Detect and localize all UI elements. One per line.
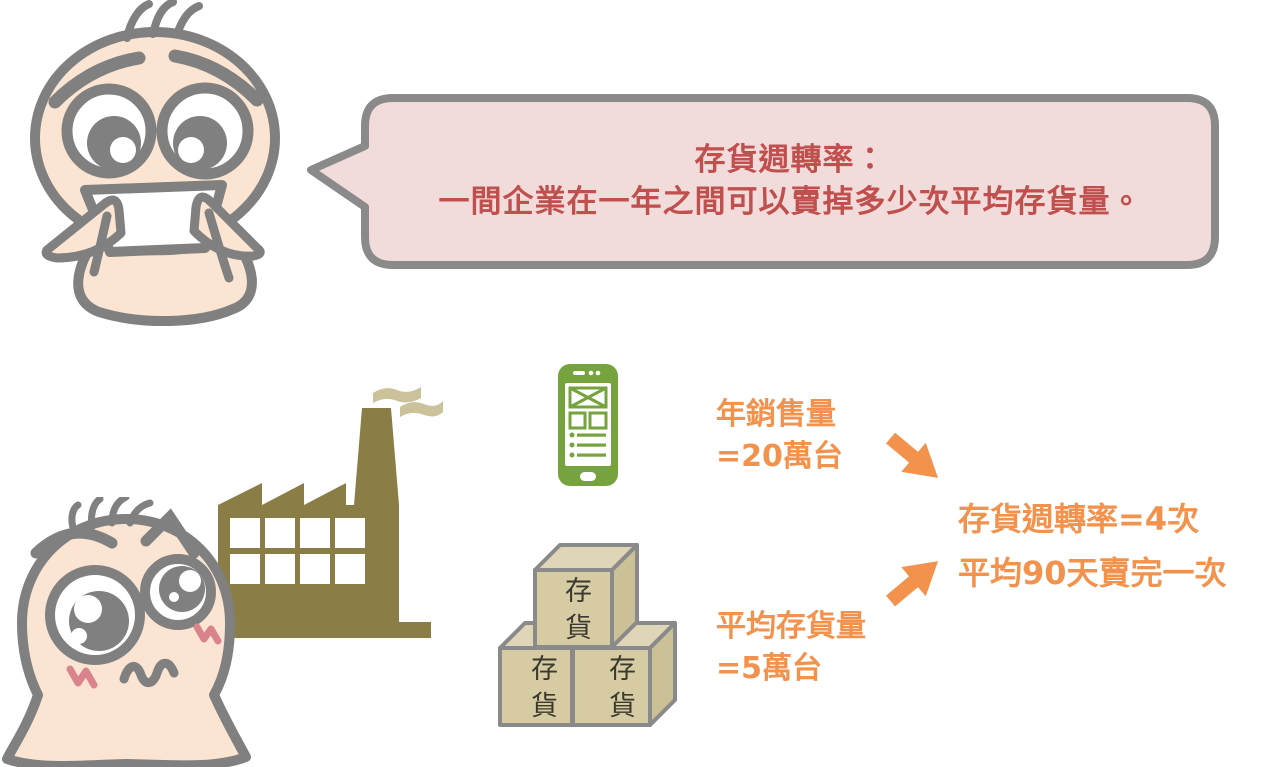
inventory-boxes-icon (498, 543, 677, 727)
turnover-result-line: 存貨週轉率=4次 (958, 500, 1200, 538)
wavy-mouth (119, 658, 179, 688)
box-label-bottom-left: 存貨 (526, 654, 557, 728)
hands (41, 192, 265, 283)
excited-character-icon (30, 0, 280, 326)
arrow-down-right-icon (886, 433, 939, 478)
hair-strands (123, 0, 203, 42)
annual-sales-label: 年銷售量 =20萬台 (716, 394, 843, 478)
average-inventory-line1: 平均存貨量 (716, 609, 866, 644)
annual-sales-line1: 年銷售量 (716, 397, 836, 432)
confused-character-icon (2, 497, 251, 767)
speech-bubble (307, 94, 1219, 269)
days-result-line: 平均90天賣完一次 (958, 554, 1227, 592)
factory-icon (218, 387, 443, 638)
smoke-puffs (373, 387, 443, 417)
blush-marks (66, 623, 222, 689)
eyebrows (30, 508, 200, 559)
smartphone-icon (558, 364, 618, 486)
speech-bubble-text: 存貨週轉率： 一間企業在一年之間可以賣掉多少次平均存貨量。 (368, 100, 1213, 262)
bubble-line-1: 存貨週轉率： (694, 142, 887, 178)
box-label-top: 存貨 (560, 576, 591, 650)
eyes (61, 82, 254, 180)
arrow-up-right-icon (886, 561, 939, 607)
eyes (45, 554, 216, 665)
box-label-bottom-right: 存貨 (604, 654, 635, 728)
average-inventory-line2: =5萬台 (716, 651, 823, 686)
eyebrows (48, 49, 264, 109)
annual-sales-line2: =20萬台 (716, 439, 843, 474)
bubble-line-2: 一間企業在一年之間可以賣掉多少次平均存貨量。 (438, 184, 1143, 220)
factory-windows (230, 518, 365, 584)
average-inventory-label: 平均存貨量 =5萬台 (716, 606, 866, 690)
